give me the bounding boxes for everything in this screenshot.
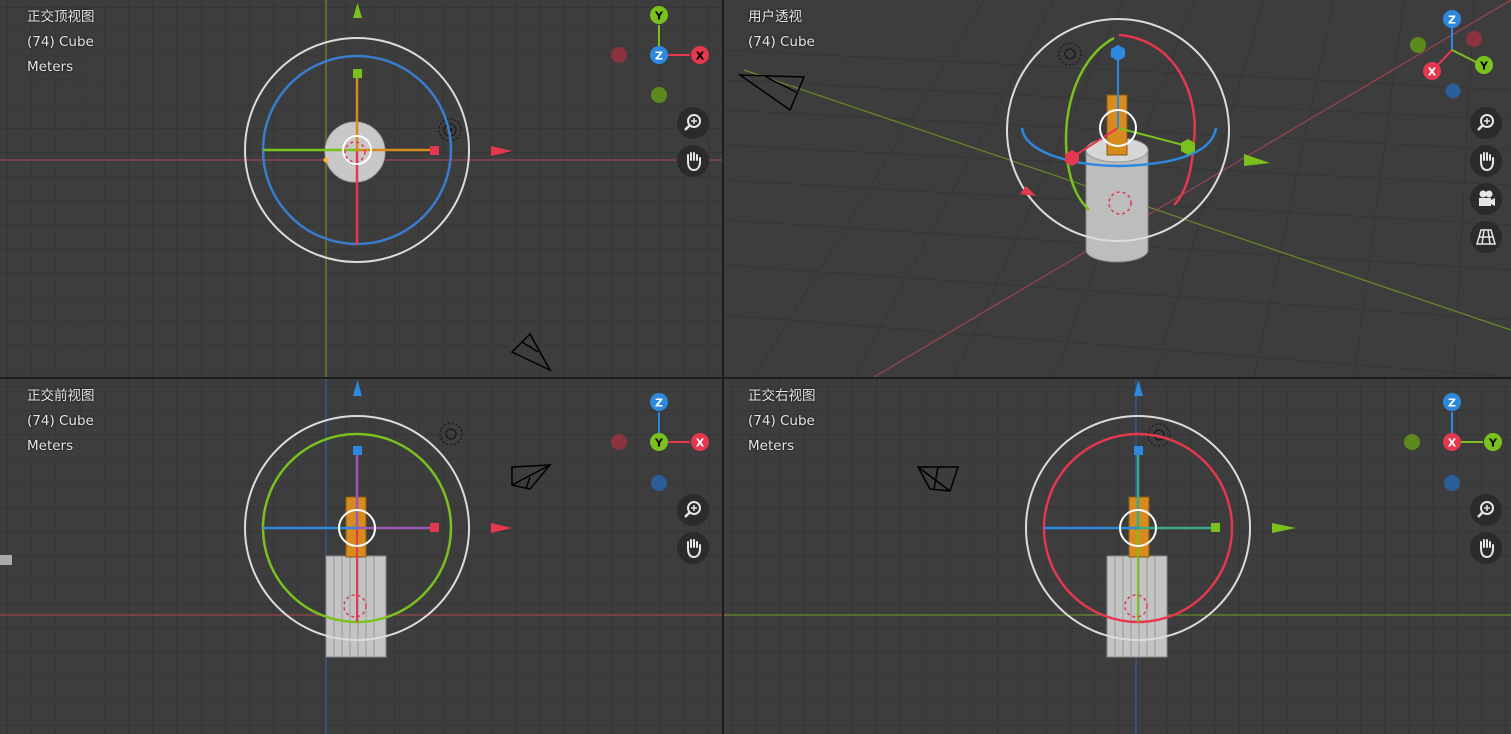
viewport-scene[interactable]: [724, 379, 1511, 734]
unit-system: Meters: [27, 59, 74, 75]
gizmo-rotate-y: [1064, 36, 1115, 211]
hand-pan-icon: [687, 539, 701, 559]
gizmo-z-arrow: [353, 380, 362, 396]
gizmo-rotate-z: [1020, 127, 1218, 168]
pan-button[interactable]: [1470, 145, 1502, 177]
gizmo-center: [342, 135, 372, 165]
active-object: (74) Cube: [27, 413, 94, 429]
gizmo-x-scale-handle: [430, 146, 439, 155]
gizmo-outer-ring: [244, 415, 470, 641]
camera-object: [510, 332, 552, 372]
pan-button[interactable]: [1470, 532, 1502, 564]
viewport-info-overlay: 正交前视图 (74) Cube Meters: [27, 384, 95, 459]
gizmo-outer-ring: [244, 37, 470, 263]
gizmo-outer-ring: [1025, 415, 1251, 641]
viewport-scene[interactable]: [0, 379, 722, 734]
gizmo-y-scale-handle: [353, 69, 362, 78]
view-name: 正交顶视图: [27, 9, 95, 25]
gizmo-z-scale-handle: [353, 446, 362, 455]
3d-cursor: [344, 141, 366, 163]
gizmo-center: [338, 509, 376, 547]
gizmo-x-scale-handle: [1065, 150, 1079, 166]
viewport-user-perspective[interactable]: 用户透视 (74) Cube Z X Y: [724, 0, 1511, 377]
gizmo-x-arrow: [1020, 186, 1036, 196]
zoom-button[interactable]: [677, 494, 709, 526]
gizmo-center: [1099, 109, 1137, 147]
gizmo-x-line: [1070, 127, 1119, 159]
pan-button[interactable]: [677, 532, 709, 564]
gizmo-y-scale-handle: [1211, 523, 1220, 532]
gizmo-y-line: [1117, 127, 1188, 147]
cylinder-top: [324, 121, 386, 183]
zoom-icon: [1477, 114, 1494, 131]
hand-pan-icon: [1480, 539, 1494, 559]
pan-button[interactable]: [677, 145, 709, 177]
cylinder-body: [1085, 150, 1149, 263]
viewport-scene[interactable]: [724, 0, 1511, 377]
camera-object: [511, 464, 552, 490]
gizmo-x-arrow: [491, 146, 512, 156]
viewport-info-overlay: 用户透视 (74) Cube: [748, 5, 815, 55]
zoom-button[interactable]: [1470, 107, 1502, 139]
view-name: 正交右视图: [748, 388, 816, 404]
viewport-scene[interactable]: [0, 0, 722, 377]
gizmo-y-arrow: [353, 3, 362, 18]
gizmo-outer-ring: [1006, 18, 1230, 242]
viewport-right[interactable]: 正交右视图 (74) Cube Meters Z Y X: [724, 379, 1511, 734]
light-object: [1058, 42, 1082, 66]
active-object: (74) Cube: [748, 34, 815, 50]
viewport-front[interactable]: 正交前视图 (74) Cube Meters Z X Y: [0, 379, 722, 734]
3d-cursor: [1124, 594, 1148, 618]
ortho-toggle-button[interactable]: [1470, 221, 1502, 253]
view-name: 正交前视图: [27, 388, 95, 404]
gizmo-rotate-x: [1118, 33, 1196, 206]
unit-system: Meters: [748, 438, 795, 454]
active-object: (74) Cube: [748, 413, 815, 429]
zoom-button[interactable]: [1470, 494, 1502, 526]
active-object: (74) Cube: [27, 34, 94, 50]
viewport-grid: [0, 0, 722, 377]
zoom-icon: [684, 114, 701, 131]
view-name: 用户透视: [748, 9, 802, 25]
hand-pan-icon: [1480, 152, 1494, 172]
camera-object: [737, 74, 806, 112]
gizmo-z-arrow: [1134, 380, 1143, 396]
3d-cursor: [343, 594, 367, 618]
viewport-top[interactable]: 正交顶视图 (74) Cube Meters Y X Z: [0, 0, 722, 377]
gizmo-y-scale-handle: [1181, 139, 1195, 155]
gizmo-x-scale-handle: [430, 523, 439, 532]
x-axis-line: [873, 0, 1511, 377]
hand-pan-icon: [687, 152, 701, 172]
camera-object: [916, 466, 960, 492]
gizmo-center: [1119, 509, 1157, 547]
zoom-icon: [684, 501, 701, 518]
viewport-info-overlay: 正交右视图 (74) Cube Meters: [748, 384, 816, 459]
camera-view-button[interactable]: [1470, 183, 1502, 215]
offscreen-object: [0, 555, 12, 565]
camera-view-icon: [1479, 190, 1495, 206]
light-object: [439, 422, 463, 446]
gizmo-y-arrow: [1244, 154, 1270, 166]
gizmo-z-scale-handle: [1134, 446, 1143, 455]
grid-perspective-icon: [1476, 229, 1496, 245]
gizmo-y-arrow: [1272, 523, 1296, 533]
gizmo-z-scale-handle: [1111, 45, 1125, 61]
zoom-button[interactable]: [677, 107, 709, 139]
gizmo-x-arrow: [491, 523, 512, 533]
viewport-info-overlay: 正交顶视图 (74) Cube Meters: [27, 5, 95, 80]
unit-system: Meters: [27, 438, 74, 454]
3d-cursor: [1108, 191, 1132, 215]
zoom-icon: [1477, 501, 1494, 518]
origin-point: [323, 157, 329, 163]
